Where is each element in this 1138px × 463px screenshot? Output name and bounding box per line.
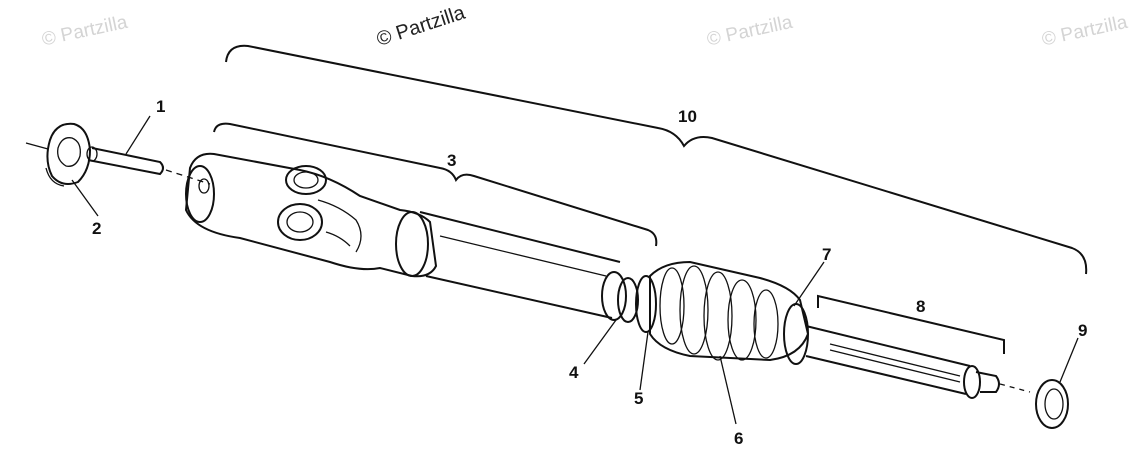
part-7-clamp: [783, 303, 809, 365]
callout-5: 5: [634, 389, 643, 408]
brace-3: [213, 122, 658, 247]
callout-3: 3: [447, 151, 456, 170]
brace-8: [817, 294, 1005, 354]
callout-10: 10: [678, 107, 697, 126]
part-4-ring: [601, 271, 639, 323]
callout-2: 2: [92, 219, 101, 238]
leader-lines: [71, 115, 1079, 425]
callout-4: 4: [569, 363, 579, 382]
callout-8: 8: [916, 297, 925, 316]
callout-7: 7: [822, 245, 831, 264]
brace-10: [225, 44, 1088, 275]
part-2-ring: [25, 122, 92, 187]
callout-1: 1: [156, 97, 165, 116]
part-9-circlip: [1035, 379, 1069, 429]
part-8-shaft: [805, 325, 1031, 399]
callout-6: 6: [734, 429, 743, 448]
callout-9: 9: [1078, 321, 1087, 340]
part-3-yoke-shaft: [184, 152, 621, 319]
part-5-clamp: [635, 275, 657, 333]
